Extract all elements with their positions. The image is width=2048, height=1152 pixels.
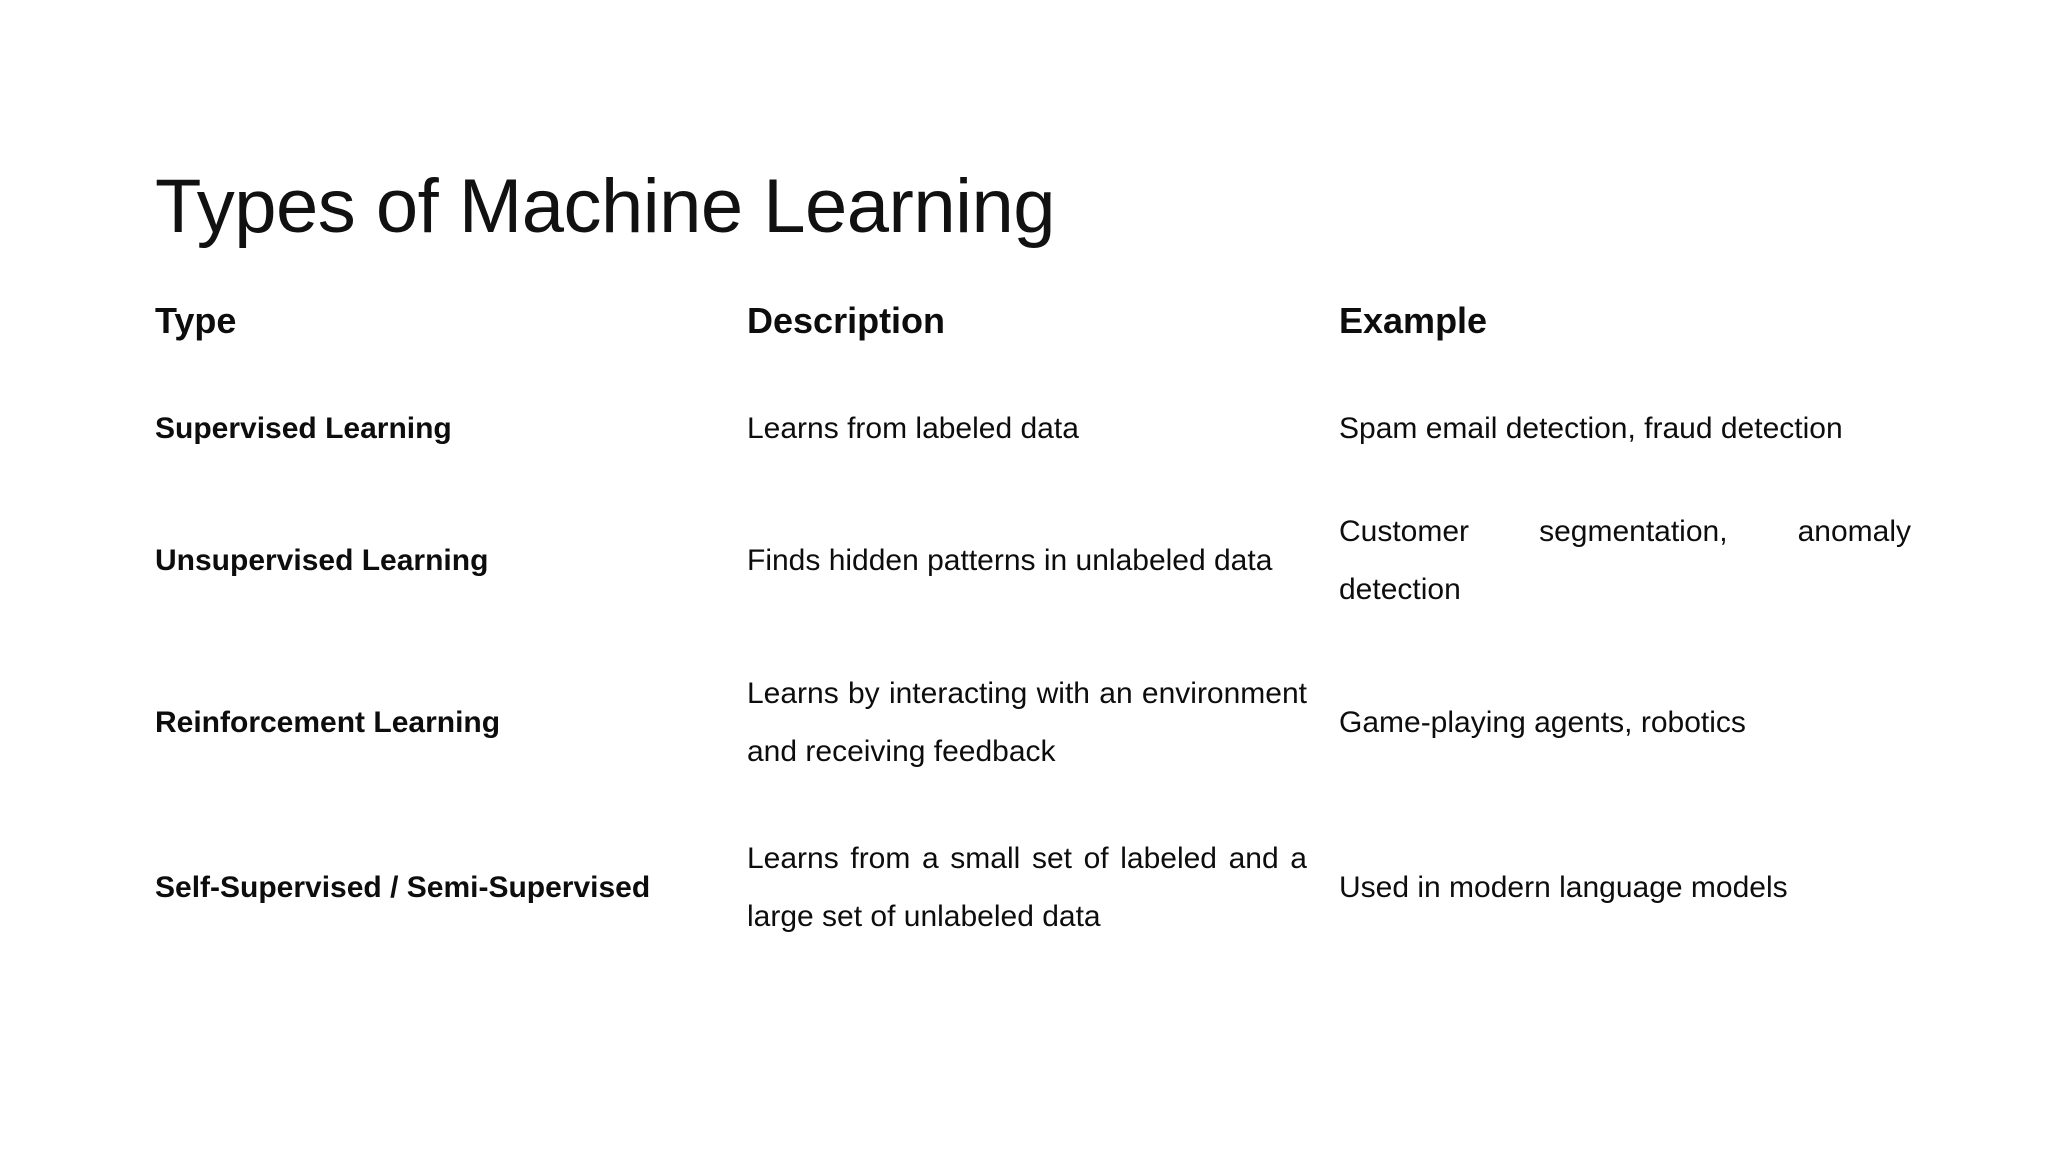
ml-types-table-container: Type Description Example Supervised Lear… [155,300,1915,958]
table-header-row: Type Description Example [155,300,1915,364]
cell-example-text: Used in modern language models [1339,870,1788,904]
page-title: Types of Machine Learning [155,163,1056,249]
cell-description: Learns by interacting with an environmen… [747,628,1339,818]
cell-description: Finds hidden patterns in unlabeled data [747,494,1339,628]
cell-description: Learns from labeled data [747,364,1339,494]
cell-example: Game-playing agents, robotics [1339,628,1915,818]
cell-example: Spam email detection, fraud detection [1339,364,1915,494]
cell-type: Reinforcement Learning [155,705,501,739]
column-header-description: Description [747,300,946,341]
table-row: Unsupervised Learning Finds hidden patte… [155,494,1915,628]
cell-description-text: Finds hidden patterns in unlabeled data [747,543,1273,577]
cell-description: Learns from a small set of labeled and a… [747,818,1339,958]
table-header: Type Description Example [155,300,1915,364]
ml-types-table: Type Description Example Supervised Lear… [155,300,1915,958]
cell-example-text: Spam email detection, fraud detection [1339,411,1843,445]
cell-example: Used in modern language models [1339,818,1915,958]
cell-type: Unsupervised Learning [155,543,489,577]
cell-description-text: Learns from labeled data [747,411,1079,445]
cell-description-text: Learns from a small set of labeled and a… [747,841,1307,933]
cell-type: Supervised Learning [155,411,452,445]
table-row: Supervised Learning Learns from labeled … [155,364,1915,494]
cell-description-text: Learns by interacting with an environmen… [747,676,1307,768]
column-header-type: Type [155,300,237,341]
table-row: Reinforcement Learning Learns by interac… [155,628,1915,818]
cell-example-text: Game-playing agents, robotics [1339,705,1746,739]
cell-example-text: Customer segmentation, anomaly detection [1339,514,1911,606]
column-header-example: Example [1339,300,1488,341]
cell-type: Self-Supervised / Semi-Supervised [155,870,651,904]
table-row: Self-Supervised / Semi-Supervised Learns… [155,818,1915,958]
table-body: Supervised Learning Learns from labeled … [155,364,1915,958]
cell-example: Customer segmentation, anomaly detection [1339,494,1915,628]
